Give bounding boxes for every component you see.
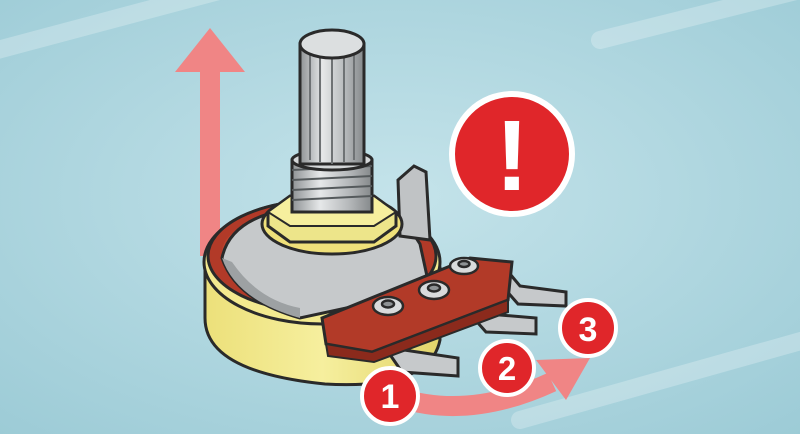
mounting-tab [396, 164, 432, 242]
pin-badge-3: 3 [558, 298, 618, 358]
shaft-top [298, 28, 366, 60]
terminal-rivets [371, 256, 480, 317]
pin-number-2: 2 [498, 350, 516, 387]
potentiometer [202, 28, 568, 387]
background-streaks [0, 0, 800, 420]
warning-symbol: ! [495, 100, 528, 212]
pin-number-1: 1 [381, 378, 400, 416]
pin-badge-1: 1 [360, 366, 420, 426]
pin-number-3: 3 [579, 311, 598, 349]
pin-badge-2: 2 [478, 339, 536, 397]
warning-icon: ! [449, 91, 575, 217]
